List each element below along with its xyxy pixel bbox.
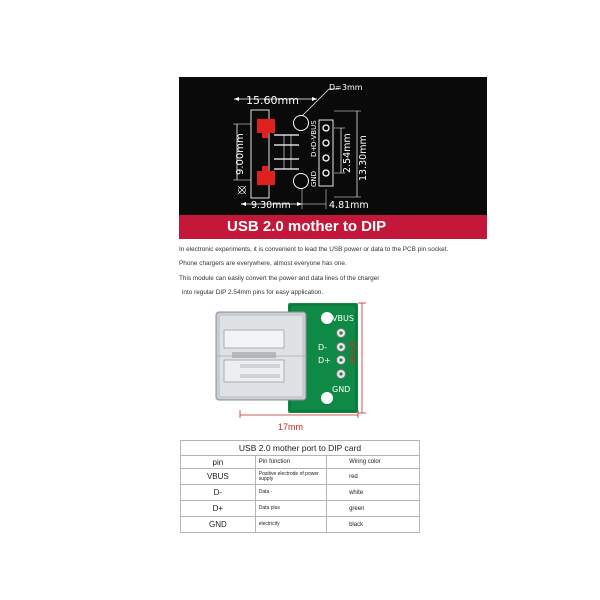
- table-cell: green: [326, 500, 420, 517]
- table-cell: GND: [180, 516, 256, 533]
- table-cell: electricity: [254, 516, 328, 533]
- table-header-row: pin Pin function Wiring color: [180, 455, 420, 469]
- dim-height: 13.30mm: [358, 135, 369, 181]
- table-cell: red: [326, 468, 420, 485]
- wiring-table: USB 2.0 mother port to DIP card pin Pin …: [180, 440, 420, 533]
- description-line: Phone chargers are everywhere, almost ev…: [179, 260, 347, 268]
- table-row: VBUS Positive electrode of power supply …: [180, 468, 420, 485]
- dim-bottom-left: 9.30mm: [251, 200, 291, 211]
- description-line: into regular DIP 2.54mm pins for easy ap…: [182, 288, 324, 296]
- header-pin: pin: [180, 455, 256, 469]
- usb-module-illustration: VBUS D- D+ GND: [215, 302, 366, 418]
- silk-vbus: VBUS: [332, 314, 354, 323]
- dimension-banner: 15.60mm D=3mm 9.00mm: [179, 77, 487, 239]
- table-cell: black: [326, 516, 420, 533]
- usb-dip-module-photo: VBUS D- D+ GND 17mm 17mm: [210, 300, 390, 445]
- table-row: GND electricity black: [180, 516, 420, 533]
- table-cell: Data -: [254, 484, 328, 501]
- description-line: This module can easily convert the power…: [179, 274, 380, 282]
- table-cell: VBUS: [180, 468, 256, 485]
- width-label: 17mm: [278, 422, 304, 432]
- silk-gnd: GND: [332, 385, 350, 394]
- table-cell: Data plus: [254, 500, 328, 517]
- table-row: D- Data - white: [180, 484, 420, 501]
- usb-footprint-drawing: 15.60mm D=3mm 9.00mm: [233, 83, 369, 211]
- banner-caption: USB 2.0 mother to DIP: [179, 215, 487, 239]
- height-label: 17mm: [348, 340, 358, 366]
- silk-dminus: D-: [318, 343, 327, 352]
- table-cell: Positive electrode of power supply: [254, 468, 328, 485]
- table-cell: white: [326, 484, 420, 501]
- table-title: USB 2.0 mother port to DIP card: [180, 440, 420, 456]
- table-cell: D-: [180, 484, 256, 501]
- pin-label-gnd: GND: [310, 171, 318, 187]
- silk-dplus: D+: [318, 356, 331, 365]
- dim-left: 9.00mm: [235, 133, 246, 175]
- header-color: Wiring color: [326, 455, 420, 469]
- table-cell: D+: [180, 500, 256, 517]
- table-row: D+ Data plus green: [180, 500, 420, 517]
- pin-label-vbus: D-VBUS: [310, 120, 318, 147]
- pin-label-dplus: D+: [310, 146, 318, 157]
- dim-pitch: 2.54mm: [342, 133, 353, 173]
- description: In electronic experiments, it is conveni…: [179, 243, 509, 300]
- header-function: Pin function: [254, 455, 328, 469]
- dim-bottom-right: 4.81mm: [329, 200, 369, 211]
- dim-d: D=3mm: [329, 83, 363, 92]
- description-line: In electronic experiments, it is conveni…: [179, 246, 449, 253]
- dim-top: 15.60mm: [246, 94, 299, 107]
